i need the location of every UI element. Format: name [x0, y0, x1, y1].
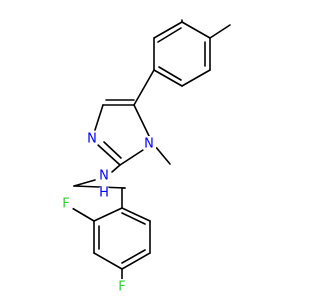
- bond: [181, 21, 211, 39]
- bond: [133, 104, 151, 139]
- bond: [73, 179, 96, 187]
- bond: [93, 252, 123, 270]
- bond: [133, 69, 155, 106]
- bond: [111, 164, 121, 173]
- bond-layer: [71, 19, 231, 283]
- molecule-canvas: N N N H F F: [58, 19, 231, 295]
- bond: [103, 141, 122, 159]
- bond: [73, 185, 126, 189]
- bond: [121, 207, 151, 222]
- amine-hydrogen: H: [99, 186, 109, 201]
- imidazole-nitrogen-1: N: [144, 137, 154, 152]
- molecule-structure: N N N H F F: [58, 19, 231, 295]
- bond: [153, 21, 183, 39]
- bond: [121, 249, 146, 264]
- bond: [119, 149, 144, 166]
- bond: [181, 69, 211, 87]
- imidazole-nitrogen-3: N: [87, 132, 97, 147]
- bond: [94, 104, 104, 131]
- bond: [121, 212, 146, 225]
- bond: [71, 207, 95, 222]
- bond: [154, 145, 171, 165]
- bond: [209, 24, 231, 39]
- atom-layer: N N N H F F: [58, 131, 157, 295]
- bond: [153, 69, 183, 87]
- fluorine-para: F: [118, 280, 125, 295]
- bond: [158, 66, 182, 81]
- bond: [121, 252, 151, 270]
- bond: [93, 207, 123, 222]
- bond: [97, 144, 121, 166]
- bond: [157, 27, 182, 43]
- fluorine-ortho: F: [62, 197, 69, 212]
- amine-nitrogen: N: [99, 169, 109, 184]
